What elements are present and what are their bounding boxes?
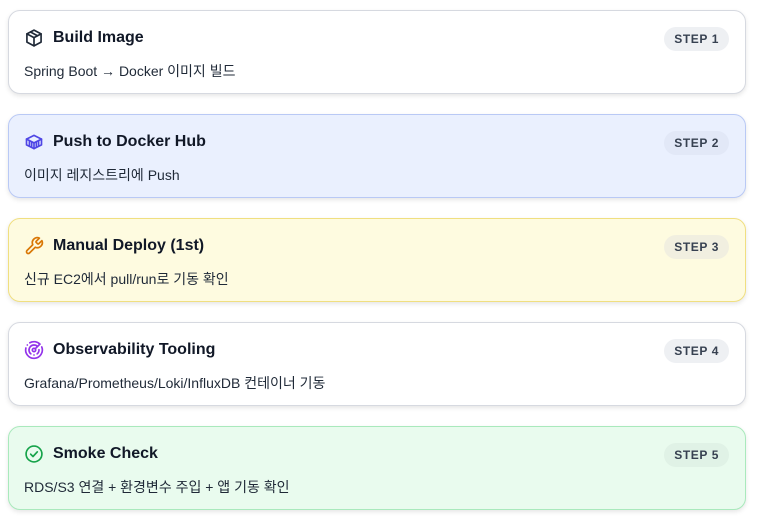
step-description: RDS/S3 연결 + 환경변수 주입 + 앱 기동 확인	[24, 479, 290, 495]
step-badge: STEP 4	[664, 339, 729, 363]
step-badge: STEP 5	[664, 443, 729, 467]
step-description: Spring Boot → Docker 이미지 빌드	[24, 63, 236, 79]
radar-icon	[24, 340, 44, 360]
step-title: Observability Tooling	[53, 341, 216, 358]
step-title: Build Image	[53, 29, 144, 46]
step-title: Push to Docker Hub	[53, 133, 206, 150]
step-description: 신규 EC2에서 pull/run로 기동 확인	[24, 271, 229, 287]
step-card-observability-tooling: Observability Tooling STEP 4 Grafana/Pro…	[8, 322, 746, 406]
step-card-push-docker-hub: Push to Docker Hub STEP 2 이미지 레지스트리에 Pus…	[8, 114, 746, 198]
check-circle-icon	[24, 444, 44, 464]
step-title: Manual Deploy (1st)	[53, 237, 205, 254]
step-badge: STEP 2	[664, 131, 729, 155]
step-badge: STEP 3	[664, 235, 729, 259]
step-card-manual-deploy: Manual Deploy (1st) STEP 3 신규 EC2에서 pull…	[8, 218, 746, 302]
step-description: Grafana/Prometheus/Loki/InfluxDB 컨테이너 기동	[24, 375, 326, 391]
step-card-smoke-check: Smoke Check STEP 5 RDS/S3 연결 + 환경변수 주입 +…	[8, 426, 746, 510]
wrench-icon	[24, 236, 44, 256]
package-icon	[24, 28, 44, 48]
step-title: Smoke Check	[53, 445, 158, 462]
step-description: 이미지 레지스트리에 Push	[24, 167, 180, 183]
container-icon	[24, 132, 44, 152]
step-card-build-image: Build Image STEP 1 Spring Boot → Docker …	[8, 10, 746, 94]
step-badge: STEP 1	[664, 27, 729, 51]
